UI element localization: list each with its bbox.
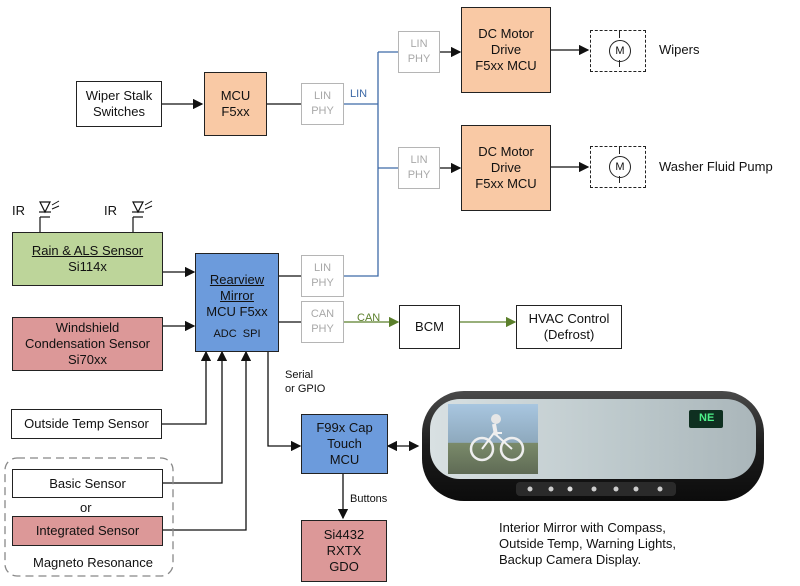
basic-sensor: Basic Sensor [12, 469, 163, 498]
button-icons [516, 482, 676, 496]
motor-icon: M [590, 30, 646, 72]
wipers-label: Wipers [659, 42, 700, 57]
ir-led-icon [39, 200, 60, 218]
washer-fluid-pump-label: Washer Fluid Pump [659, 159, 773, 174]
ir-led-icon [132, 200, 153, 218]
mirror-photo [422, 391, 764, 501]
mirror-caption: Interior Mirror with Compass, Outside Te… [499, 520, 677, 567]
bcm-block: BCM [399, 305, 460, 349]
hvac-control-block: HVAC Control(Defrost) [516, 305, 622, 349]
ir-label: IR [12, 203, 25, 218]
can-label: CAN [357, 312, 381, 324]
outside-temp-sensor: Outside Temp Sensor [11, 409, 162, 439]
lin-label: LIN [350, 88, 368, 100]
compass-display: NE [699, 412, 715, 424]
lin-bus-line [344, 52, 379, 277]
magneto-resonance-label: Magneto Resonance [33, 555, 153, 570]
ir-label: IR [104, 203, 117, 218]
buttons-label: Buttons [350, 493, 388, 505]
or-label: or [80, 500, 92, 515]
magneto-resonance-group [4, 457, 174, 577]
integrated-sensor: Integrated Sensor [12, 516, 163, 546]
motor-icon: M [590, 146, 646, 188]
